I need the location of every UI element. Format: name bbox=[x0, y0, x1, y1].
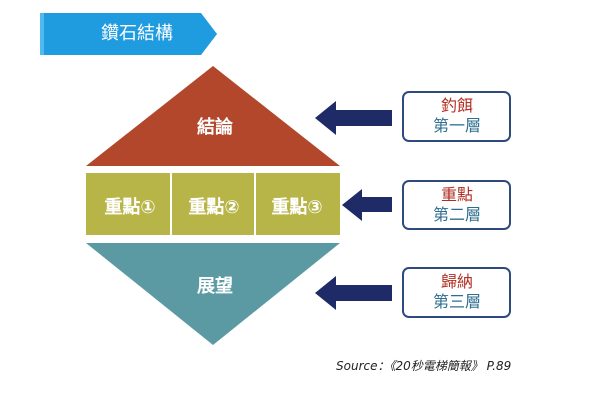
callout-box-2 bbox=[402, 180, 511, 230]
callout-box-3 bbox=[402, 267, 511, 318]
callout-sub-label-2: 第二層 bbox=[432, 205, 481, 224]
section-title: 鑽石結構 bbox=[101, 23, 173, 44]
header-ribbon-fill bbox=[40, 13, 217, 55]
diamond-middle-section bbox=[86, 173, 340, 235]
callout-text-3: 歸納 第三層 bbox=[403, 272, 511, 312]
diamond-bottom-section bbox=[86, 243, 340, 345]
callout-box-1 bbox=[402, 91, 511, 142]
header-ribbon-stripe bbox=[40, 13, 44, 55]
callout-main-label-3: 歸納 bbox=[440, 272, 473, 291]
arrow-left-icon bbox=[315, 276, 392, 310]
middle-section-label-2: 重點② bbox=[188, 197, 240, 218]
diamond-top-section bbox=[86, 66, 340, 166]
middle-section-label-3: 重點③ bbox=[271, 197, 323, 218]
callout-main-label-2: 重點 bbox=[440, 185, 473, 204]
arrow-left-icon bbox=[315, 101, 392, 135]
callout-main-label-1: 釣餌 bbox=[440, 96, 473, 115]
callout-text-1: 釣餌 第一層 bbox=[403, 96, 511, 136]
source-citation: Source：《20秒電梯簡報》 P.89 bbox=[336, 359, 512, 373]
diamond-diagram bbox=[86, 66, 340, 345]
bottom-section-label: 展望 bbox=[197, 276, 233, 297]
callout-arrows bbox=[315, 101, 392, 310]
middle-section-label-1: 重點① bbox=[104, 197, 156, 218]
chevron-right-icon bbox=[193, 13, 217, 55]
top-section-label: 結論 bbox=[197, 117, 233, 138]
arrow-left-icon bbox=[342, 189, 392, 221]
header-ribbon bbox=[40, 13, 217, 55]
callout-boxes bbox=[402, 91, 511, 318]
callout-sub-label-3: 第三層 bbox=[432, 292, 481, 311]
callout-text-2: 重點 第二層 bbox=[403, 185, 511, 225]
callout-sub-label-1: 第一層 bbox=[432, 116, 481, 135]
